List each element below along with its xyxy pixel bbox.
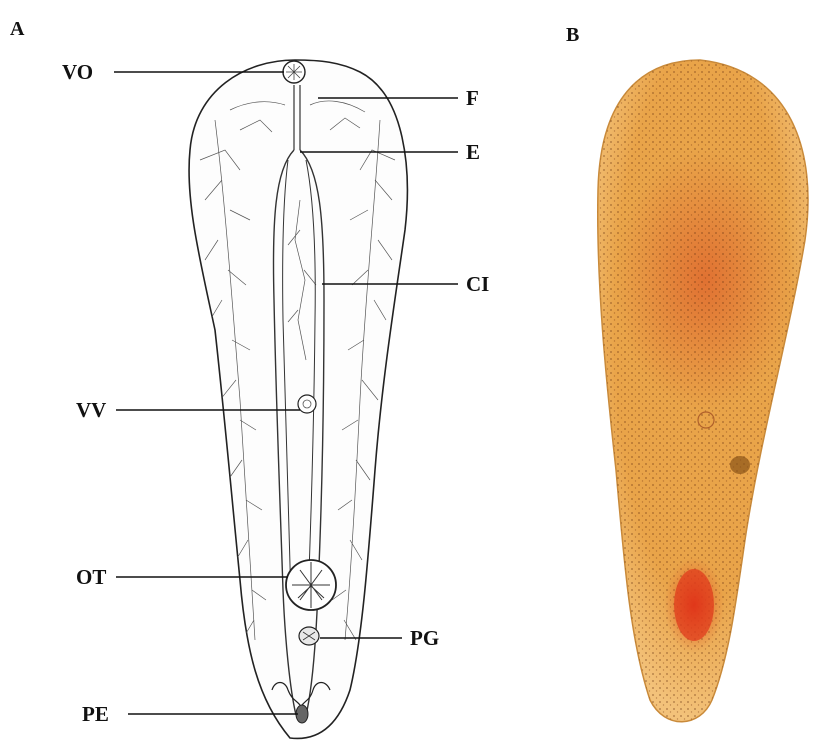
- panel-b-specimen: [0, 0, 821, 742]
